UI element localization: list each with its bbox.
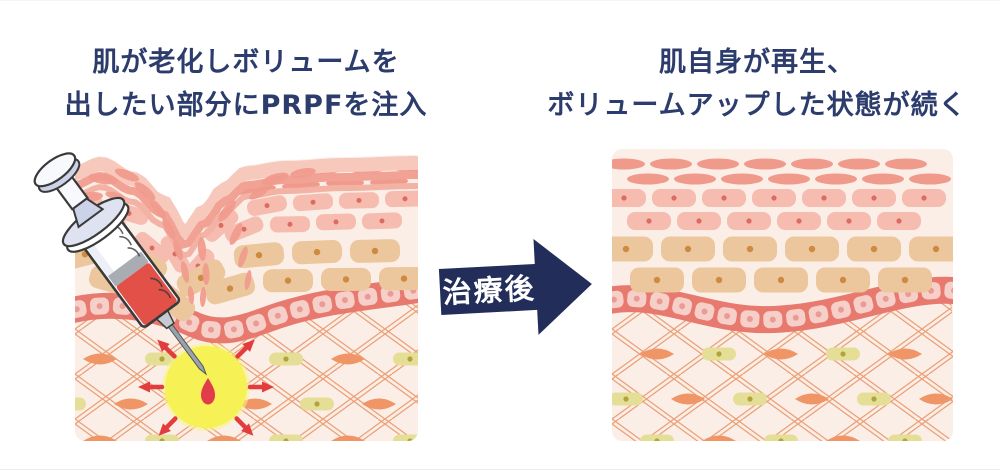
syringe-icon xyxy=(33,152,208,376)
caption-before-line2: 出したい部分にPRPFを注入 xyxy=(64,90,428,121)
arrow-label: 治療後 xyxy=(442,271,537,310)
caption-before: 肌が老化しボリュームを 出したい部分にPRPFを注入 xyxy=(0,41,492,127)
skin-before-layers xyxy=(75,149,418,441)
skin-after-illustration xyxy=(612,149,953,441)
right-arrow-icon xyxy=(438,239,592,335)
caption-after-line2: ボリュームアップした状態が続く xyxy=(547,90,967,121)
treatment-arrow: 治療後 xyxy=(438,239,592,335)
skin-before-illustration xyxy=(33,149,418,441)
skin-after-layers xyxy=(612,149,953,441)
prpf-droplet xyxy=(200,378,216,405)
caption-after: 肌自身が再生、 ボリュームアップした状態が続く xyxy=(514,41,1000,127)
caption-before-line1: 肌が老化しボリュームを xyxy=(92,47,400,78)
caption-after-line1: 肌自身が再生、 xyxy=(659,47,855,78)
